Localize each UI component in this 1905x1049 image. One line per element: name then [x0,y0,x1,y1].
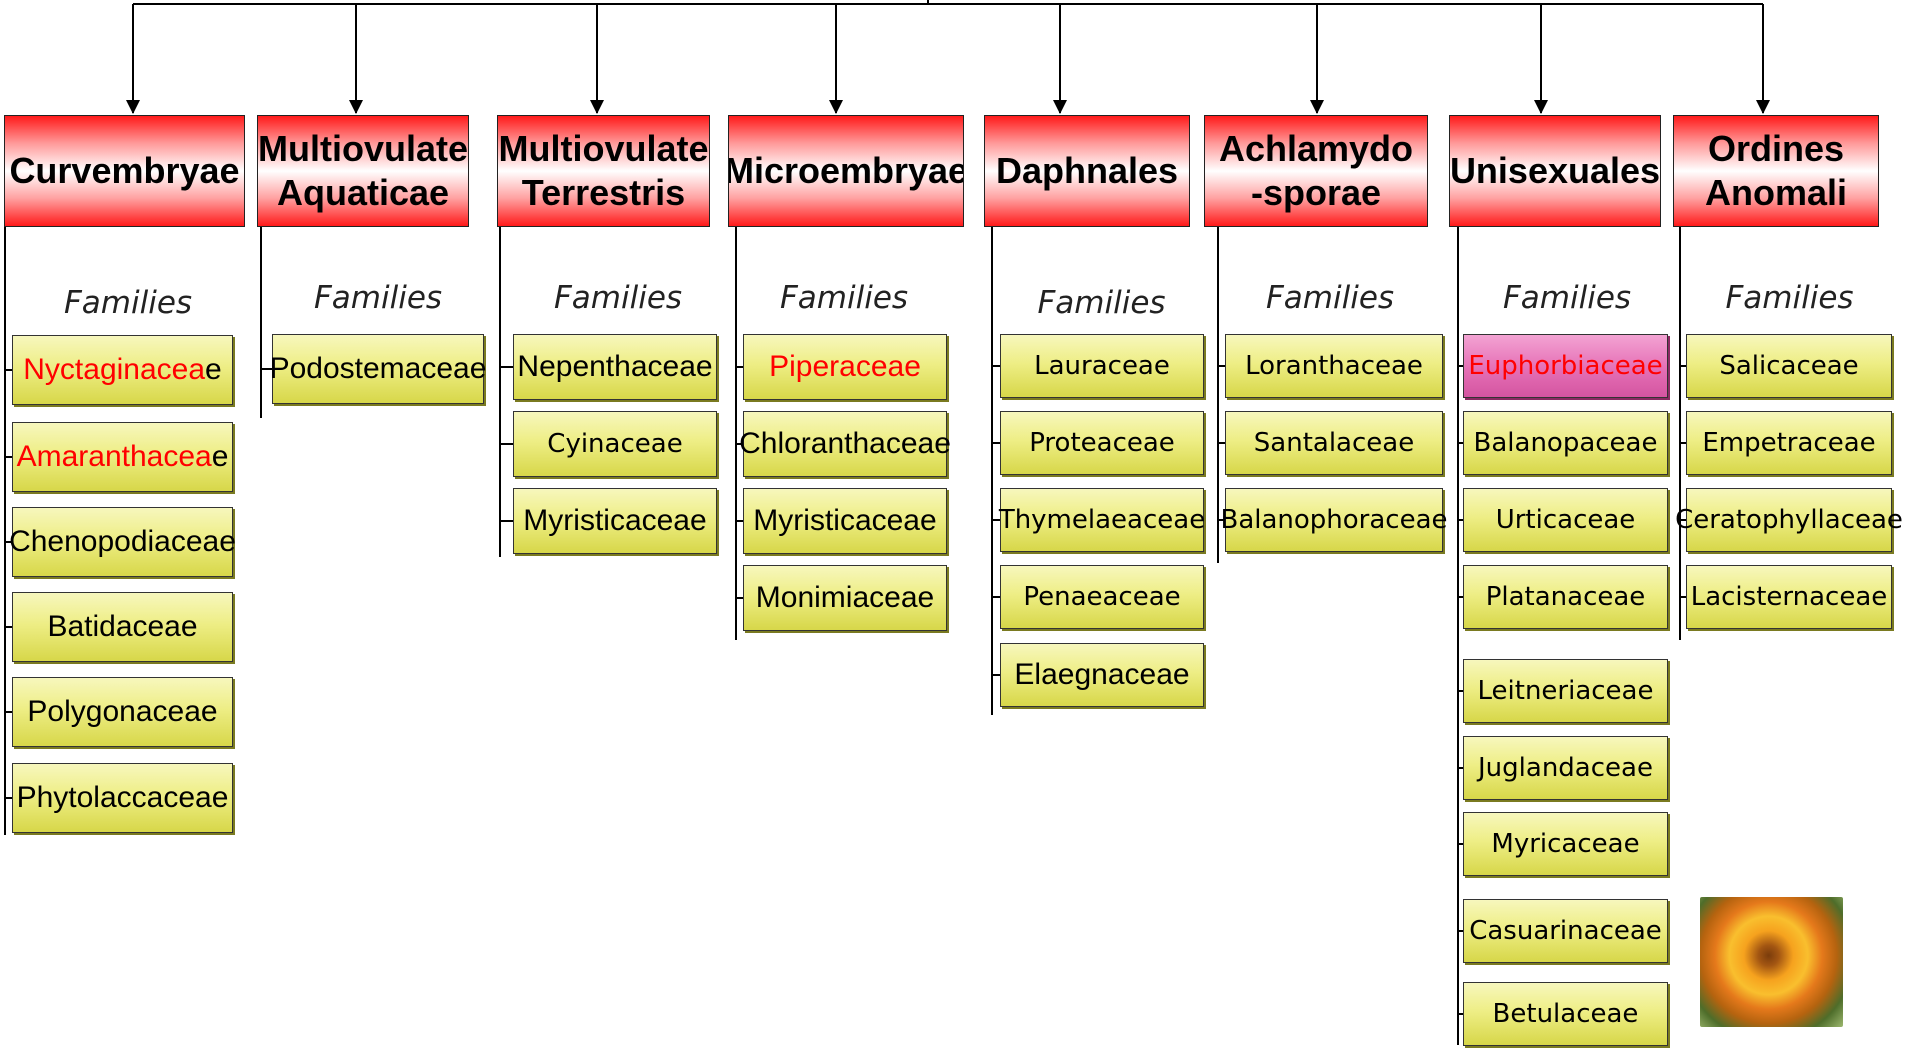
families-label: Families [1000,285,1203,321]
family-name: Monimiaceae [756,581,934,615]
family-name: Balanophoraceae [1220,505,1447,535]
family-box: Polygonaceae [12,677,233,747]
family-name: Cyinaceae [547,429,682,459]
family-name: Chenopodiaceae [9,525,236,559]
family-box: Santalaceae [1225,411,1443,475]
family-name: Empetraceae [1702,428,1875,458]
family-box: Ceratophyllaceae [1686,488,1892,552]
family-box: Nepenthaceae [513,334,717,400]
group-header: Microembryae [728,115,964,227]
families-label: Families [1462,280,1672,316]
family-name: Podostemaceae [270,352,487,386]
family-box: Leitneriaceae [1463,659,1668,723]
family-box: Cyinaceae [513,411,717,477]
family-name: Proteaceae [1029,428,1175,458]
family-name-rest: e [212,440,229,474]
arrow-head [1534,100,1548,114]
arrow-head [126,100,140,114]
family-box: Salicaceae [1686,334,1892,398]
group-header: Multiovulate Terrestris [497,115,710,227]
family-box: Balanophoraceae [1225,488,1443,552]
family-name: Betulaceae [1493,999,1639,1029]
family-name: Myristicaceae [523,504,706,538]
families-label: Families [1686,280,1893,316]
family-box: Chloranthaceae [743,411,947,477]
family-name: Balanopaceae [1474,428,1658,458]
families-label: Families [503,280,733,316]
family-name: Chloranthaceae [739,427,951,461]
family-box: Empetraceae [1686,411,1892,475]
family-name: Ceratophyllaceae [1675,505,1903,535]
family-name-highlight: Amaranthacea [17,440,212,474]
family-name: Phytolaccaceae [17,781,229,815]
family-box: Myristicaceae [513,488,717,554]
arrow-head [829,100,843,114]
family-box: Betulaceae [1463,982,1668,1046]
family-box: Platanaceae [1463,565,1668,629]
family-box: Balanopaceae [1463,411,1668,475]
arrow-head [1053,100,1067,114]
arrow-head [1756,100,1770,114]
family-name: Elaegnaceae [1014,658,1189,692]
family-name: Myricaceae [1491,829,1639,859]
family-name: Casuarinaceae [1469,916,1662,946]
family-name: Salicaceae [1719,351,1858,381]
family-box: Myricaceae [1463,812,1668,876]
family-box: Proteaceae [1000,411,1204,475]
family-box: Lacisternaceae [1686,565,1892,629]
families-label: Families [733,280,955,316]
arrow-head [1310,100,1324,114]
families-label: Families [8,285,248,321]
family-box: Batidaceae [12,592,233,662]
family-box: Monimiaceae [743,565,947,631]
family-name: Myristicaceae [753,504,936,538]
family-box: Elaegnaceae [1000,643,1204,707]
families-label: Families [262,280,494,316]
family-name: Lauraceae [1034,351,1170,381]
family-box: Chenopodiaceae [12,507,233,577]
family-box: Urticaceae [1463,488,1668,552]
family-name-highlight: Piperaceae [769,350,921,384]
arrow-head [590,100,604,114]
family-box: Loranthaceae [1225,334,1443,398]
family-name: Batidaceae [47,610,197,644]
group-header: Multiovulate Aquaticae [257,115,469,227]
families-label: Families [1225,280,1435,316]
family-name: Juglandaceae [1478,753,1653,783]
family-name: Platanaceae [1486,582,1646,612]
family-name: Loranthaceae [1245,351,1423,381]
family-box: Podostemaceae [272,334,484,404]
family-box: Thymelaeaceae [1000,488,1204,552]
family-name: Nepenthaceae [517,350,712,384]
family-box: Euphorbiaceae [1463,334,1668,398]
group-header: Curvembryae [4,115,245,227]
group-header: Daphnales [984,115,1190,227]
family-name: Urticaceae [1496,505,1636,535]
family-box: Myristicaceae [743,488,947,554]
arrow-head [349,100,363,114]
family-box: Phytolaccaceae [12,763,233,833]
family-name: Santalaceae [1254,428,1414,458]
family-box: Casuarinaceae [1463,899,1668,963]
flower-image [1700,897,1843,1027]
family-name: Polygonaceae [27,695,217,729]
family-box: Lauraceae [1000,334,1204,398]
family-name-highlight: Euphorbiaceae [1468,351,1662,381]
group-header: Achlamydo -sporae [1204,115,1428,227]
family-box: Penaeaceae [1000,565,1204,629]
family-name: Penaeaceae [1023,582,1180,612]
family-name: Leitneriaceae [1478,676,1654,706]
family-name: Lacisternaceae [1691,582,1888,612]
family-box: Piperaceae [743,334,947,400]
group-header: Unisexuales [1449,115,1661,227]
family-name-highlight: Nyctaginacea [23,353,205,387]
family-name-rest: e [205,353,222,387]
family-name: Thymelaeaceae [999,505,1205,535]
group-header: Ordines Anomali [1673,115,1879,227]
family-box: Juglandaceae [1463,736,1668,800]
